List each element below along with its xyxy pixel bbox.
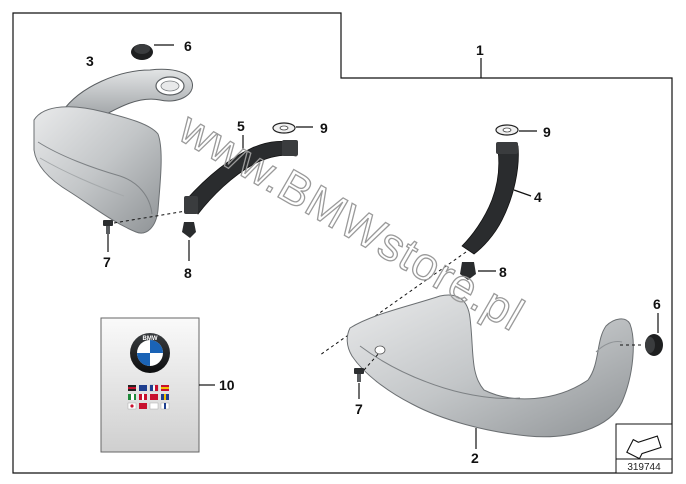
callout-3: 3: [86, 53, 94, 69]
diagram-frame: [12, 12, 673, 474]
callout-6-left: 6: [184, 38, 192, 54]
callout-5: 5: [237, 118, 245, 134]
callout-1: 1: [476, 42, 484, 58]
manual-booklet: BMW: [100, 317, 215, 453]
document-number-box: 319744: [615, 423, 673, 474]
rubber-plug-right: [620, 313, 663, 356]
svg-text:BMW: BMW: [143, 336, 158, 342]
document-number: 319744: [627, 462, 661, 473]
hand-guard-right: [346, 294, 634, 449]
washer-left: [272, 122, 313, 134]
clamp-nut-left: [182, 222, 196, 261]
screw-left: [103, 210, 187, 252]
watermark-text: www.BMWstore.pl: [170, 101, 533, 341]
language-flags: [127, 384, 170, 410]
washer-right: [495, 124, 537, 136]
hand-guard-left: [33, 68, 193, 234]
rubber-plug-left: [131, 44, 174, 60]
callout-2: 2: [471, 450, 479, 466]
callout-9-right: 9: [543, 124, 551, 140]
callout-7-left: 7: [103, 254, 111, 270]
callout-6-right: 6: [653, 296, 661, 312]
clamp-nut-right: [460, 262, 496, 280]
callout-7-right: 7: [355, 401, 363, 417]
callout-8-left: 8: [184, 265, 192, 281]
arrow-icon: [626, 435, 662, 460]
callout-9-left: 9: [320, 120, 328, 136]
screw-right: [354, 351, 381, 399]
callout-10: 10: [219, 377, 235, 393]
callout-4: 4: [534, 189, 542, 205]
mounting-bracket-right: [319, 142, 532, 356]
callout-8-right: 8: [499, 264, 507, 280]
mounting-bracket-left: [184, 135, 298, 215]
bmw-logo: BMW: [130, 333, 170, 373]
